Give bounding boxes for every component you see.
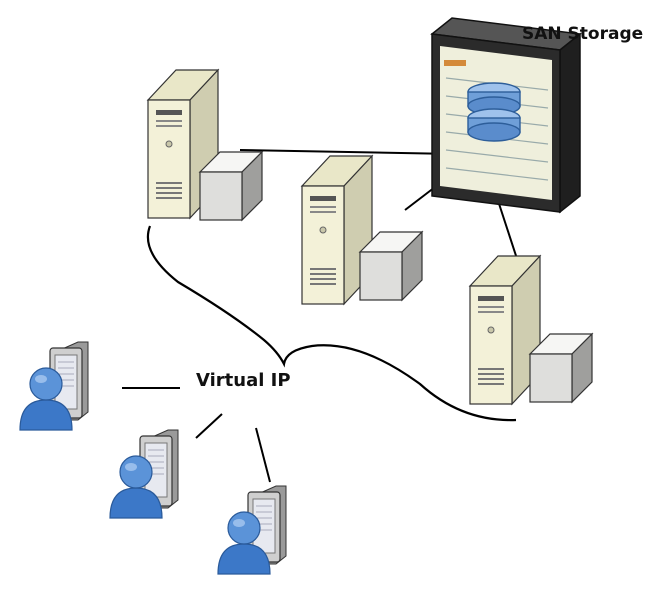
server-1-icon [147,69,263,221]
san-storage-label: SAN Storage [522,24,644,44]
disk-stack-icon [467,82,521,142]
server-3-icon [469,255,593,405]
link-server1-san [239,149,456,155]
user-workstation-1-icon [19,341,89,431]
network-links [122,149,521,483]
link-user3-vip [255,427,271,483]
user-workstation-3-icon [217,485,287,575]
server-2-icon [301,155,423,305]
san-storage-icon [430,17,582,214]
virtual-ip-label: Virtual IP [196,370,291,391]
link-user2-vip [195,413,223,439]
cluster-brace [146,225,517,422]
user-workstation-2-icon [109,429,179,519]
